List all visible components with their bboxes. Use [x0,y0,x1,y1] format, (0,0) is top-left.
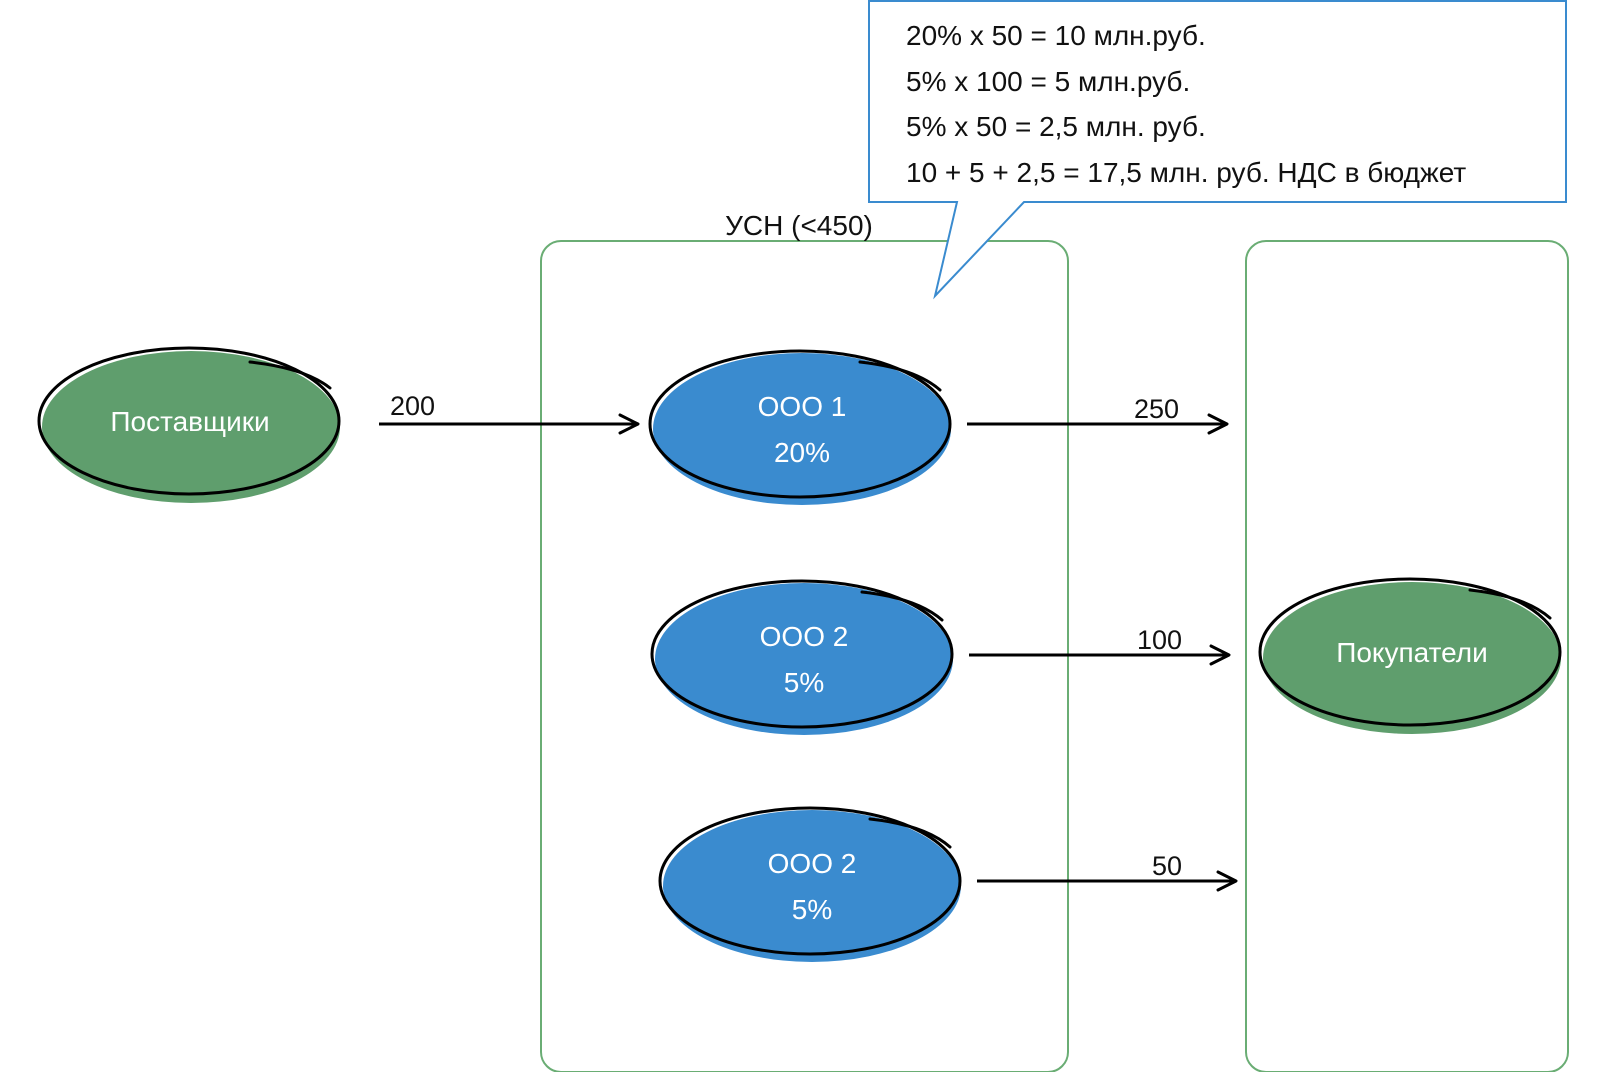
company-node-1-outline [648,349,952,499]
company-node-3: ООО 2 5% [658,806,962,962]
callout-bubble [868,0,1567,300]
callout: 20% х 50 = 10 млн.руб. 5% х 100 = 5 млн.… [868,0,1567,300]
buyers-group-border [1245,240,1569,1072]
company-node-2-fill [655,583,953,735]
company-node-2-rate: 5% [784,667,824,698]
company-node-2: ООО 2 5% [650,579,954,735]
flow-label-200: 200 [390,391,435,421]
suppliers-node-fill [42,351,340,503]
company-node-1-fill [653,353,951,505]
company-node-3-outline [658,806,962,956]
buyers-node-fill [1263,582,1561,734]
company-node-1: ООО 1 20% [648,349,952,505]
flow-label-250: 250 [1134,394,1179,424]
suppliers-node: Поставщики [37,346,341,503]
company-node-1-name: ООО 1 [758,391,847,422]
buyers-node-outline [1258,577,1562,727]
callout-line-3: 5% х 50 = 2,5 млн. руб. [906,111,1206,142]
flow-label-100: 100 [1137,625,1182,655]
company-node-3-name: ООО 2 [768,848,857,879]
suppliers-node-outline [37,346,341,496]
suppliers-node-label: Поставщики [110,406,269,437]
callout-line-2: 5% х 100 = 5 млн.руб. [906,66,1190,97]
callout-line-1: 20% х 50 = 10 млн.руб. [906,20,1206,51]
callout-line-4: 10 + 5 + 2,5 = 17,5 млн. руб. НДС в бюдж… [906,157,1466,188]
company-node-1-rate: 20% [774,437,830,468]
company-node-3-rate: 5% [792,894,832,925]
buyers-node: Покупатели [1258,577,1562,734]
buyers-node-label: Покупатели [1336,637,1488,668]
company-node-3-fill [663,810,961,962]
company-node-2-name: ООО 2 [760,621,849,652]
flow-arrows: 200 250 100 50 [379,391,1238,892]
flow-label-50: 50 [1152,851,1182,881]
company-node-2-outline [650,579,954,729]
usn-group-label: УСН (<450) [725,210,873,241]
